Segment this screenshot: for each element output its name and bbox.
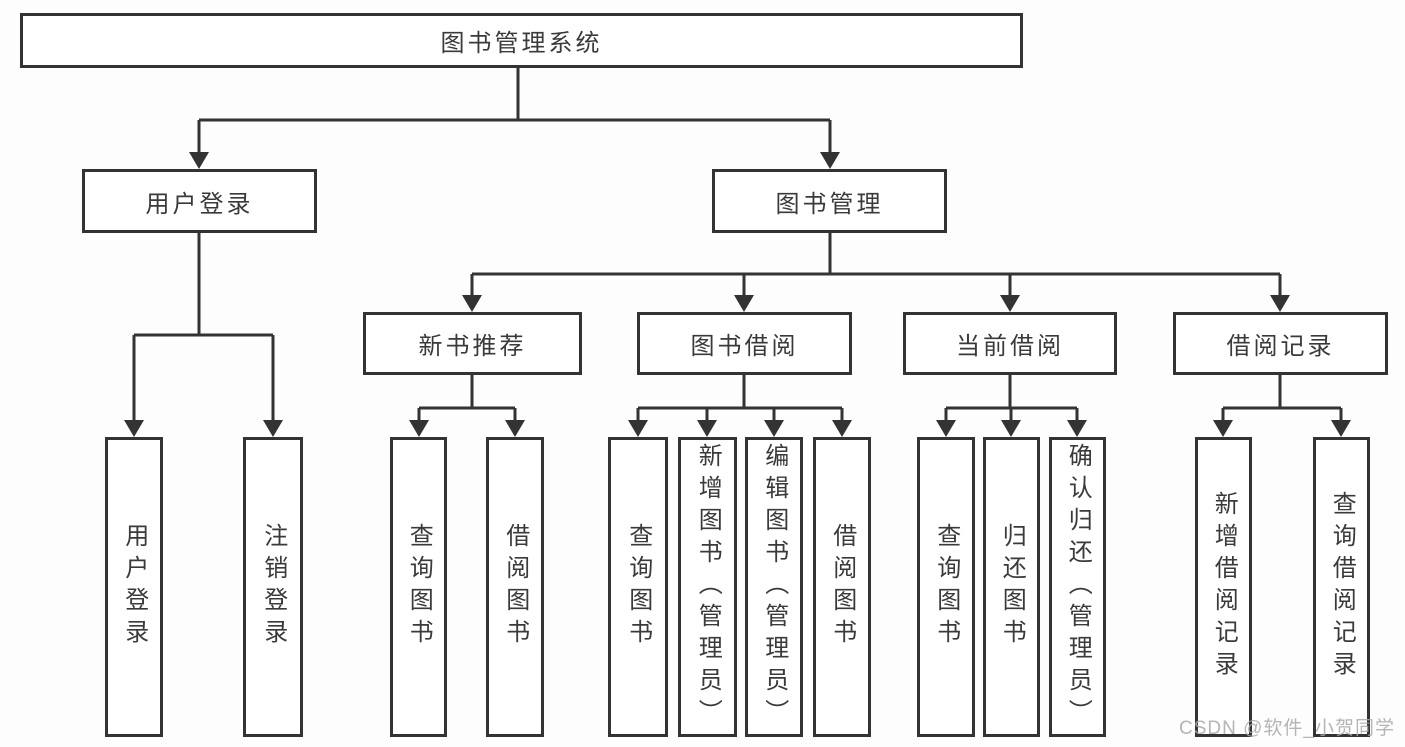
connector-root-to-level2 — [189, 68, 840, 169]
leaf-current-borrow-query: 查询图书 — [917, 437, 975, 737]
leaf-borrow-record-add-label: 新增借阅记录 — [1210, 491, 1238, 683]
leaf-current-borrow-confirm: 确认归还（管理员） — [1049, 437, 1106, 737]
node-user-login: 用户登录 — [82, 169, 317, 233]
connector-book-borrow-children — [628, 375, 852, 437]
leaf-book-borrow-borrow-label: 借阅图书 — [828, 523, 856, 651]
node-borrow-record: 借阅记录 — [1173, 312, 1388, 375]
node-borrow-record-label: 借阅记录 — [1226, 333, 1335, 360]
connector-current-borrow-children — [936, 375, 1087, 437]
leaf-current-borrow-return-label: 归还图书 — [998, 523, 1026, 651]
leaf-new-book-query-label: 查询图书 — [405, 523, 433, 651]
node-root-label: 图书管理系统 — [440, 30, 603, 57]
leaf-borrow-record-query-label: 查询借阅记录 — [1328, 491, 1356, 683]
leaf-book-borrow-query: 查询图书 — [608, 437, 668, 737]
leaf-new-book-query: 查询图书 — [390, 437, 447, 737]
node-book-management: 图书管理 — [712, 169, 947, 233]
leaf-new-book-borrow-label: 借阅图书 — [501, 523, 529, 651]
leaf-logout: 注销登录 — [243, 437, 303, 737]
connector-book-management-children — [462, 233, 1290, 312]
connector-user-login-children — [124, 233, 283, 437]
node-root: 图书管理系统 — [20, 13, 1023, 68]
leaf-book-borrow-edit: 编辑图书（管理员） — [745, 437, 803, 737]
leaf-new-book-borrow: 借阅图书 — [486, 437, 544, 737]
node-new-book-recommend: 新书推荐 — [363, 312, 582, 375]
leaf-book-borrow-query-label: 查询图书 — [624, 523, 652, 651]
node-current-borrow: 当前借阅 — [903, 312, 1117, 375]
node-current-borrow-label: 当前借阅 — [956, 333, 1064, 360]
leaf-book-borrow-add-label: 新增图书（管理员） — [694, 443, 722, 731]
leaf-borrow-record-add: 新增借阅记录 — [1195, 437, 1252, 737]
leaf-book-borrow-borrow: 借阅图书 — [813, 437, 871, 737]
node-book-borrow-label: 图书借阅 — [690, 333, 799, 360]
node-book-management-label: 图书管理 — [775, 190, 884, 218]
leaf-book-borrow-add: 新增图书（管理员） — [678, 437, 737, 737]
node-book-borrow: 图书借阅 — [637, 312, 852, 375]
node-user-login-label: 用户登录 — [145, 190, 254, 218]
leaf-current-borrow-return: 归还图书 — [983, 437, 1040, 737]
connector-borrow-record-children — [1213, 375, 1351, 437]
connector-new-book-children — [409, 375, 525, 437]
leaf-borrow-record-query: 查询借阅记录 — [1313, 437, 1370, 737]
leaf-book-borrow-edit-label: 编辑图书（管理员） — [760, 443, 788, 731]
leaf-user-login-label: 用户登录 — [120, 523, 148, 651]
leaf-current-borrow-confirm-label: 确认归还（管理员） — [1064, 443, 1092, 731]
leaf-logout-label: 注销登录 — [259, 523, 287, 651]
leaf-user-login: 用户登录 — [105, 437, 163, 737]
watermark: CSDN @软件_小贺同学 — [1179, 718, 1395, 739]
node-new-book-recommend-label: 新书推荐 — [418, 333, 527, 360]
leaf-current-borrow-query-label: 查询图书 — [932, 523, 960, 651]
